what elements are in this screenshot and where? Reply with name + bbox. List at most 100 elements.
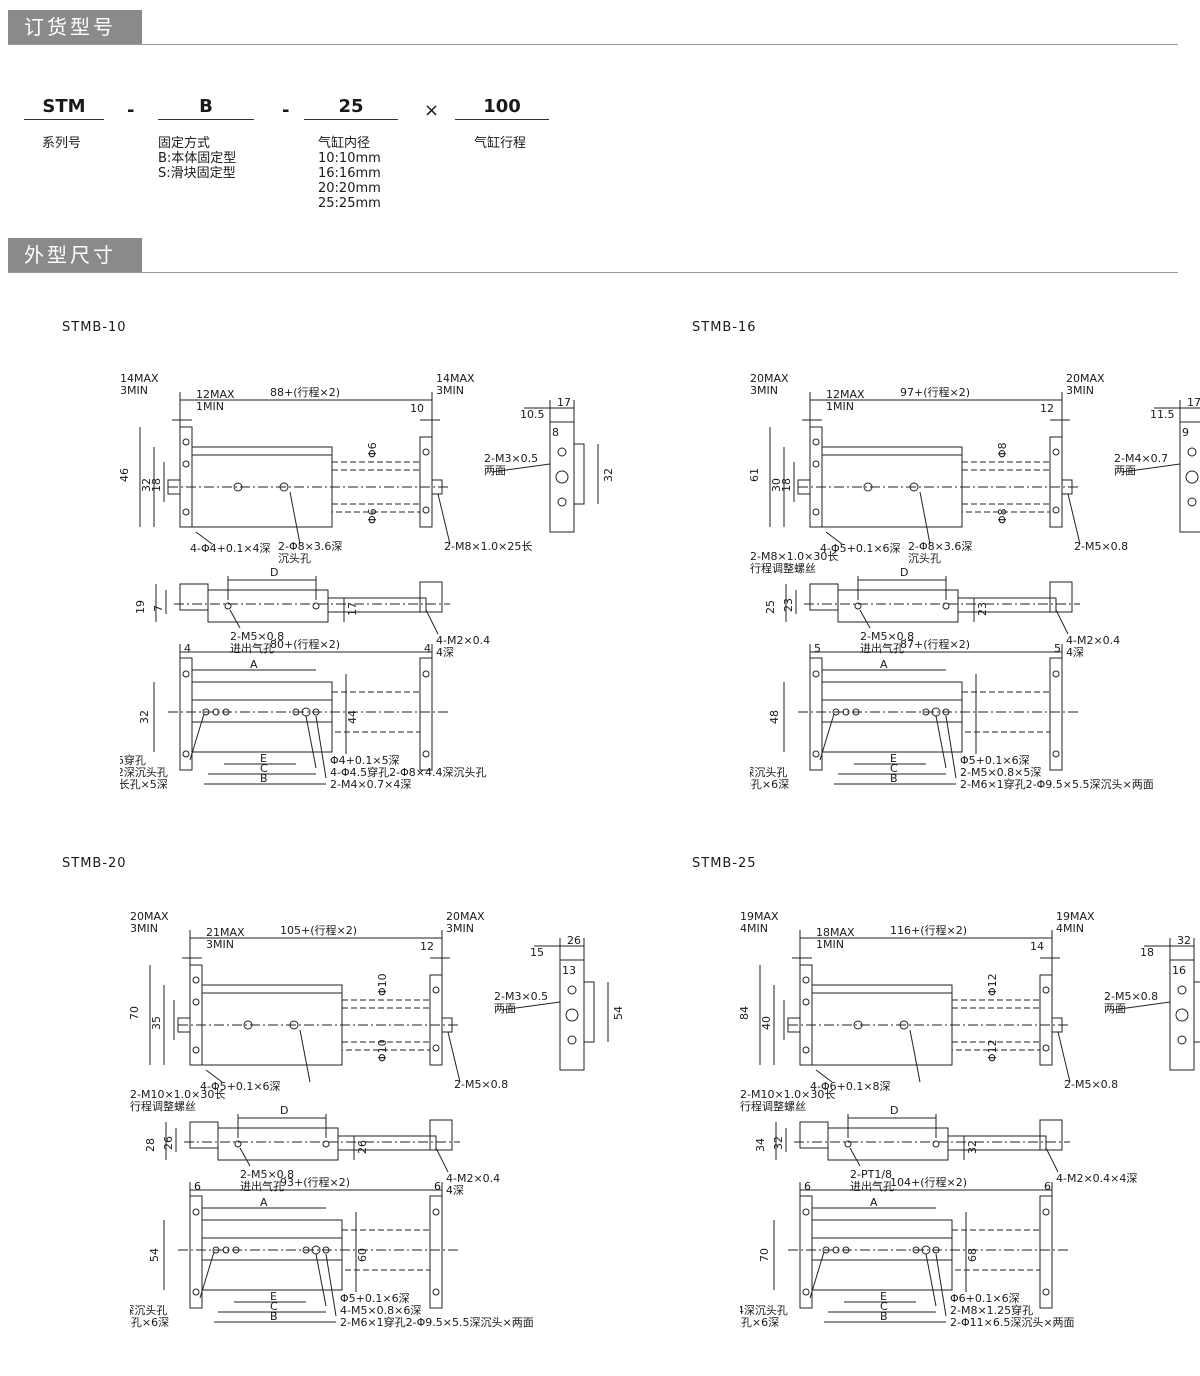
dim-min-left: 3MIN: [120, 384, 148, 397]
dim-right-width: 14: [1030, 940, 1044, 953]
dim-height-3: 18: [780, 478, 793, 492]
bot-c: C: [270, 1300, 278, 1313]
bot-note-3: 5+0.1×7长孔×6深: [130, 1316, 169, 1329]
mid-tap: 4-M2×0.4: [1066, 634, 1120, 647]
dim-max-right: 14MAX: [436, 372, 475, 385]
mid-d: D: [280, 1104, 288, 1117]
mid-port-2: 进出气孔: [850, 1179, 894, 1193]
bot-note-4: Φ4+0.1×5深: [330, 754, 400, 767]
bot-a: A: [880, 658, 888, 671]
bot-b: B: [270, 1310, 278, 1323]
note-top-3: 2-M8×1.0×25长: [444, 540, 532, 553]
bot-h1: 70: [758, 1248, 771, 1262]
bot-note-3: Φ4+0.1×6长孔×5深: [120, 778, 168, 791]
dim-section-title: 外型尺寸: [8, 238, 142, 272]
note-top-4: 2-M8×1.0×30长: [750, 550, 838, 563]
side-width-3: 9: [1182, 426, 1189, 439]
dim-rod-phi-a: Φ8: [996, 442, 1009, 458]
side-note-2: 两面: [484, 464, 506, 477]
mid-h1: 34: [754, 1138, 767, 1152]
end-plate-left: [809, 426, 823, 528]
dim-inner-max: 18MAX: [816, 926, 855, 939]
side-width-3: 8: [552, 426, 559, 439]
mid-d: D: [890, 1104, 898, 1117]
side-height: 32: [602, 468, 615, 482]
model-title-stmb25: STMB-25: [692, 856, 757, 871]
mid-port-2: 进出气孔: [230, 641, 274, 655]
mid-tap-2: 4深: [446, 1184, 464, 1197]
code-bore: 25: [304, 96, 398, 120]
bot-c: C: [260, 762, 268, 775]
mid-tap: 4-M2×0.4: [446, 1172, 500, 1185]
code-series: STM: [24, 96, 104, 120]
bot-w-left: 6: [194, 1180, 201, 1193]
side-width: 17: [1187, 396, 1200, 409]
bottom-plate-right: [1049, 657, 1063, 771]
mid-h2: 26: [162, 1136, 175, 1150]
order-section-header: 订货型号: [8, 10, 1178, 45]
dim-height-1: 70: [130, 1006, 141, 1020]
dim-inner-min: 1MIN: [196, 400, 224, 413]
bot-h2: 60: [356, 1248, 369, 1262]
bot-b: B: [260, 772, 268, 785]
note-top-1: 4-Φ5+0.1×6深: [200, 1080, 281, 1093]
dim-max-left: 20MAX: [130, 910, 169, 923]
bottom-view: [783, 644, 1080, 785]
dim-min-right: 4MIN: [1056, 922, 1084, 935]
bot-note-5: 4-Φ4.5穿孔2-Φ8×4.4深沉头孔: [330, 765, 486, 779]
dim-height-2: 30: [770, 478, 783, 492]
note-top-3: 2-M5×0.8: [1074, 540, 1128, 553]
technical-drawing: 20MAX 3MIN 21MAX 3MIN 105+(行程×2) 20MAX 3…: [70, 910, 625, 1329]
bot-length: 93+(行程×2): [280, 1176, 350, 1189]
mid-h1: 25: [764, 600, 777, 614]
bot-e: E: [270, 1290, 277, 1303]
dim-height-2: 40: [760, 1016, 773, 1030]
bottom-plate-right: [419, 657, 433, 771]
note-top-2: 2-Φ8×3.6深: [908, 540, 972, 553]
bot-note-1: 4-Φ3.3×3.6穿孔: [120, 753, 146, 767]
end-plate-left: [799, 964, 813, 1066]
bottom-view: [163, 1182, 460, 1323]
front-end-left: [799, 1121, 829, 1149]
drawing-stmb25: 19MAX 4MIN 18MAX 1MIN 116+(行程×2) 19MAX 4…: [680, 890, 1200, 1334]
end-plate-left: [179, 426, 193, 528]
dim-inner-max: 21MAX: [206, 926, 245, 939]
side-view: [501, 938, 609, 1071]
bot-note-6: 2-M6×1穿孔2-Φ9.5×5.5深沉头×两面: [960, 777, 1154, 791]
dim-max-left: 14MAX: [120, 372, 159, 385]
note-top-3: 2-M5×0.8: [1064, 1078, 1118, 1091]
mid-port: 2-PT1/8: [850, 1168, 892, 1181]
bot-length: 80+(行程×2): [270, 638, 340, 651]
side-width-2: 15: [530, 946, 544, 959]
side-width-3: 16: [1172, 964, 1186, 977]
bot-c: C: [880, 1300, 888, 1313]
bot-w-right: 6: [1044, 1180, 1051, 1193]
bottom-view: [153, 644, 450, 785]
bottom-view: [773, 1182, 1070, 1323]
front-end-left: [189, 1121, 219, 1149]
mid-d: D: [270, 566, 278, 579]
bot-a: A: [870, 1196, 878, 1209]
side-width-2: 10.5: [520, 408, 545, 421]
side-note: 2-M3×0.5: [494, 990, 548, 1003]
bot-note-6: 2-M4×0.7×4深: [330, 778, 411, 791]
mid-h5: 26: [356, 1140, 369, 1154]
side-width: 26: [567, 934, 581, 947]
dim-max-left: 19MAX: [740, 910, 779, 923]
dim-height-2: 32: [140, 478, 153, 492]
front-body: [827, 1127, 949, 1161]
code-dash-2: -: [282, 100, 290, 121]
dim-height-1: 84: [740, 1006, 751, 1020]
mid-h1: 28: [144, 1138, 157, 1152]
dim-min-right: 3MIN: [446, 922, 474, 935]
mid-port-2: 进出气孔: [240, 1179, 284, 1193]
dim-height-1: 46: [120, 468, 131, 482]
drawing-stmb10: 14MAX 3MIN 12MAX 1MIN 88+(行程×2) 14MAX 3M…: [60, 352, 680, 796]
dim-section-header: 外型尺寸: [8, 238, 1178, 273]
bot-w-left: 5: [814, 642, 821, 655]
model-title-stmb16: STMB-16: [692, 320, 757, 335]
front-body: [837, 589, 959, 623]
dim-right-width: 12: [420, 940, 434, 953]
